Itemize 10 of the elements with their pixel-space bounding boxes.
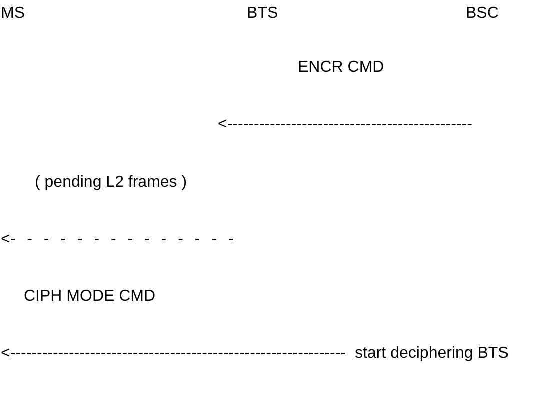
message-label: ( pending L2 frames ) — [35, 174, 188, 192]
message-label: CIPH MODE CMD — [24, 288, 156, 306]
lifeline-label: BTS — [247, 5, 278, 23]
message-label: ENCR CMD — [298, 59, 384, 77]
note-text: start deciphering BTS — [355, 345, 509, 363]
lifeline-label: MS — [1, 5, 25, 23]
text-arrow: <--------------------------------------------------------------- — [1, 345, 346, 363]
lifeline-label: BSC — [466, 5, 499, 23]
text-arrow: <---------------------------------------------- — [218, 116, 472, 134]
text-arrow: <- - - - - - - - - - - - - - — [1, 231, 234, 249]
